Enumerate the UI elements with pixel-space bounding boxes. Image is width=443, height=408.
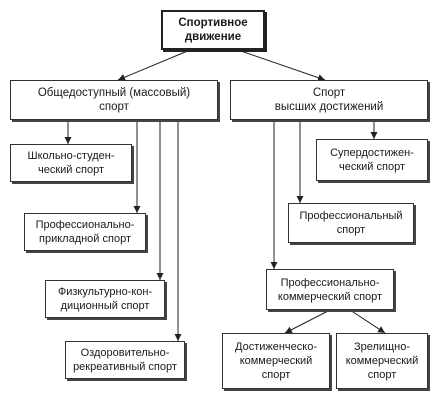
arrow-commercial-to-spectacle — [349, 309, 386, 334]
mass-sport-node: Общедоступный (массовый) спорт — [10, 80, 218, 120]
professional-applied-sport-node: Профессионально- прикладной спорт — [24, 213, 146, 251]
achievement-commercial-sport-node: Достиженческо- коммерческий спорт — [222, 333, 330, 389]
professional-commercial-sport-node: Профессионально- коммерческий спорт — [266, 269, 394, 310]
root-node: Спортивное движение — [161, 10, 265, 50]
arrow-root-to-elite — [237, 49, 326, 82]
spectacle-commercial-sport-node: Зрелищно- коммерческий спорт — [336, 333, 428, 389]
elite-sport-node: Спорт высших достижений — [230, 80, 428, 120]
arrow-commercial-to-achievement — [284, 309, 331, 334]
school-student-sport-node: Школьно-студен- ческий спорт — [10, 144, 132, 182]
super-achievement-sport-node: Супердостижен- ческий спорт — [316, 139, 428, 181]
health-recreation-sport-node: Оздоровительно- рекреативный спорт — [65, 341, 185, 379]
arrow-root-to-mass — [117, 49, 191, 81]
fitness-conditioning-sport-node: Физкультурно-кон- диционный спорт — [45, 280, 165, 318]
professional-sport-node: Профессиональный спорт — [288, 203, 414, 243]
